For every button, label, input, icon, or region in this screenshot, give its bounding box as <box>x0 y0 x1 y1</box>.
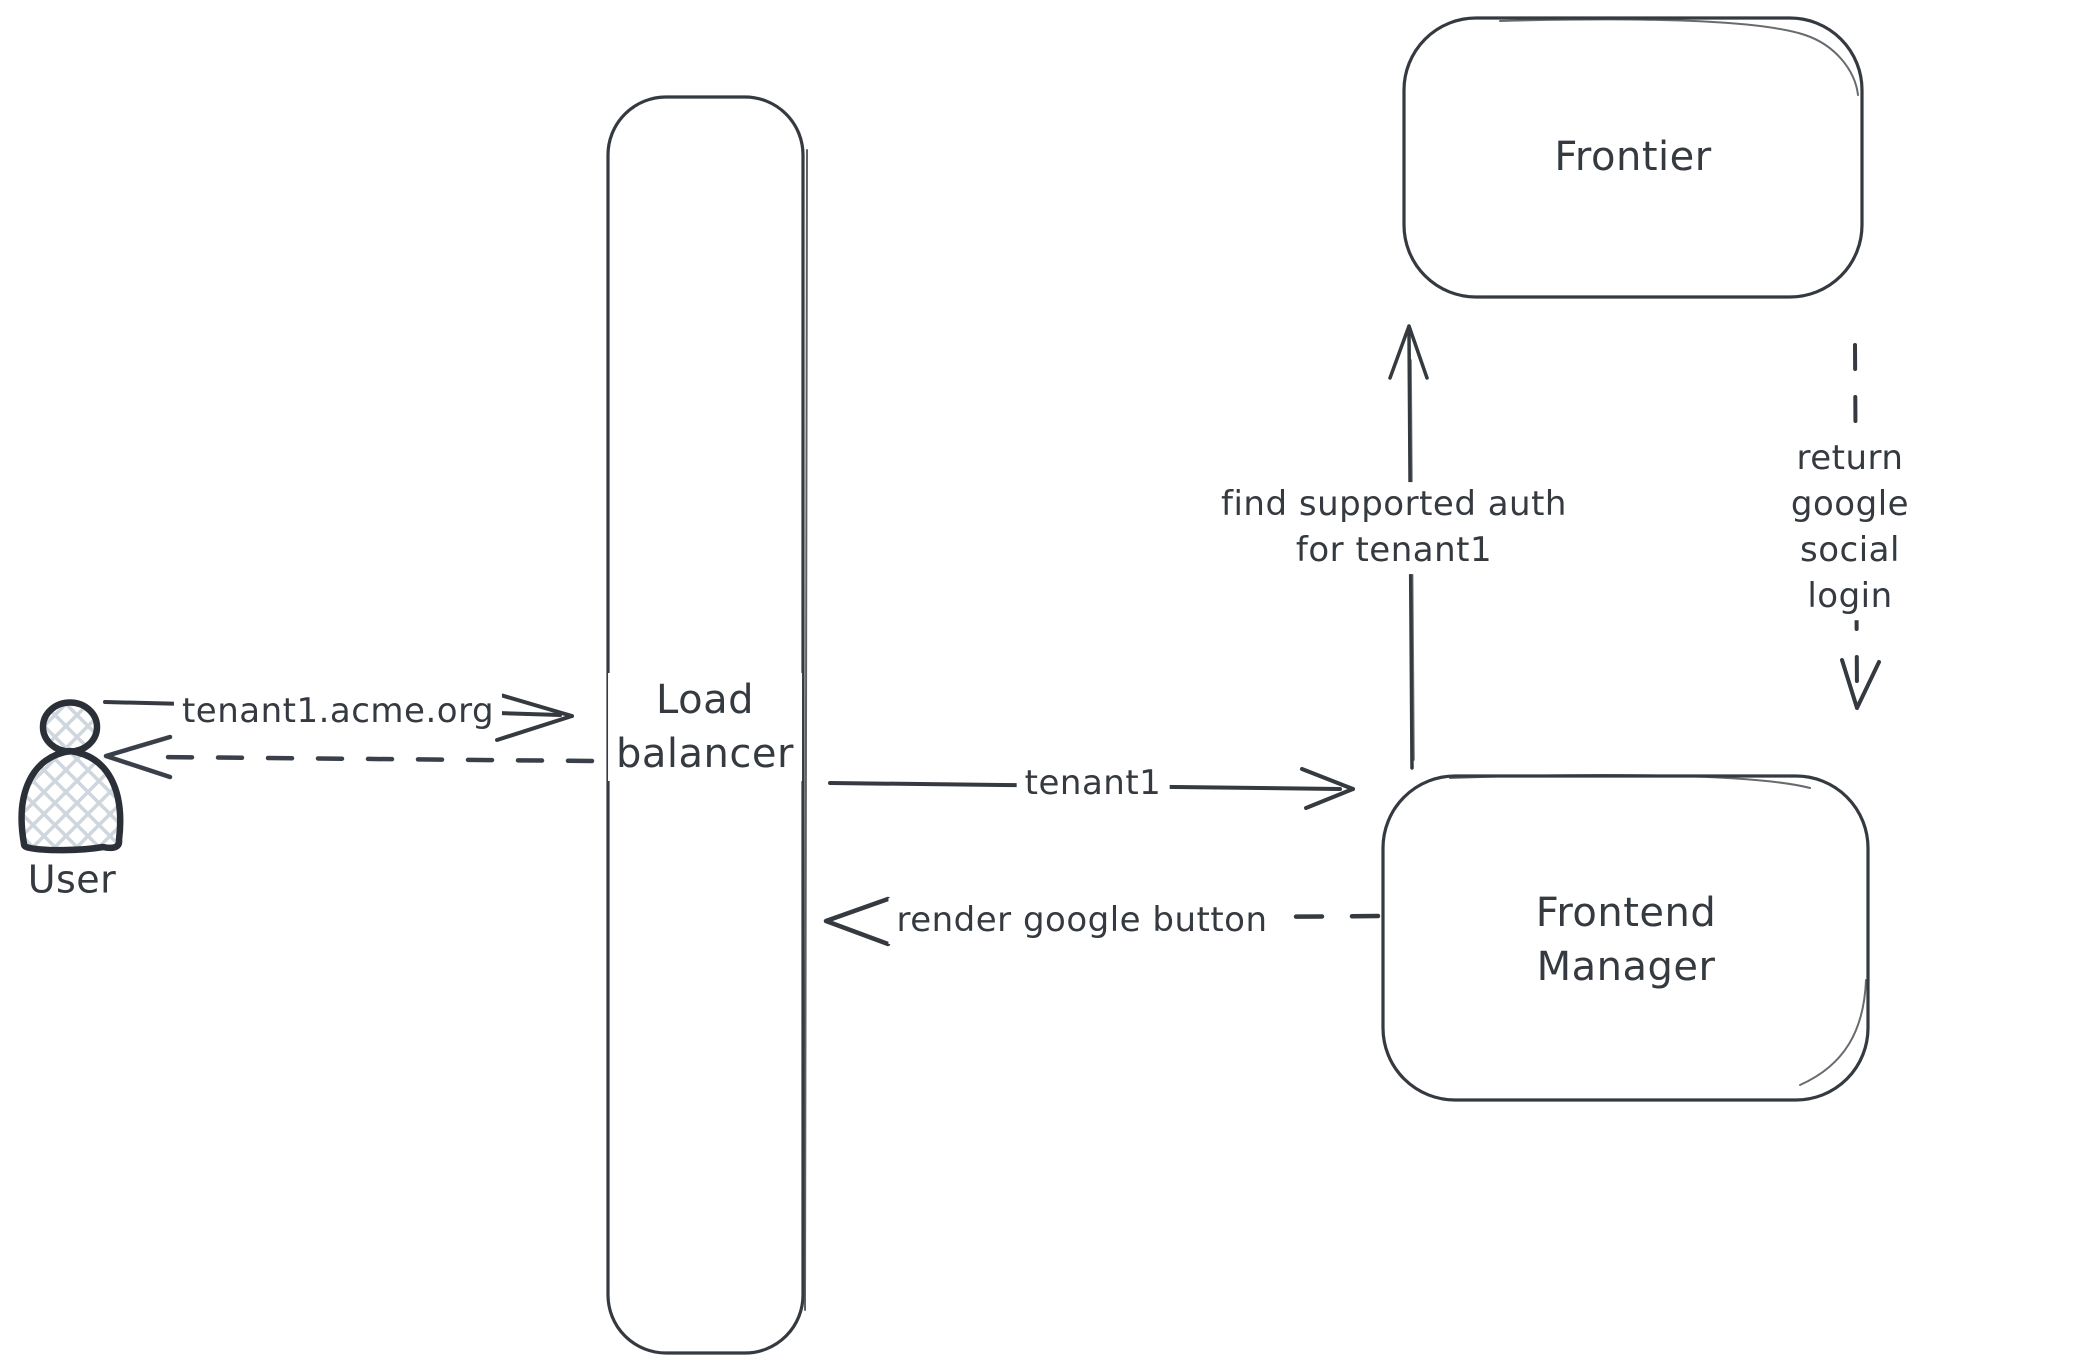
frontend-manager-node <box>1381 774 1870 1102</box>
frontend-manager-label: Frontend Manager <box>1527 886 1725 994</box>
arrow-label-return-google-social-login: return google social login <box>1733 436 1967 620</box>
frontier-label: Frontier <box>1546 130 1720 184</box>
arrow-label-find-supported-auth: find supported auth for tenant1 <box>1213 482 1575 574</box>
user-icon <box>18 699 124 854</box>
arrow-label-render-google-button: render google button <box>888 898 1276 944</box>
arrow-label-tenant1: tenant1 <box>1016 761 1170 807</box>
arrow-load-balancer-to-user <box>103 734 595 780</box>
frontier-node <box>1402 16 1864 299</box>
load-balancer-label: Load balancer <box>608 673 802 781</box>
user-label: User <box>27 857 117 902</box>
arrow-label-tenant1-acme-org: tenant1.acme.org <box>173 689 503 735</box>
